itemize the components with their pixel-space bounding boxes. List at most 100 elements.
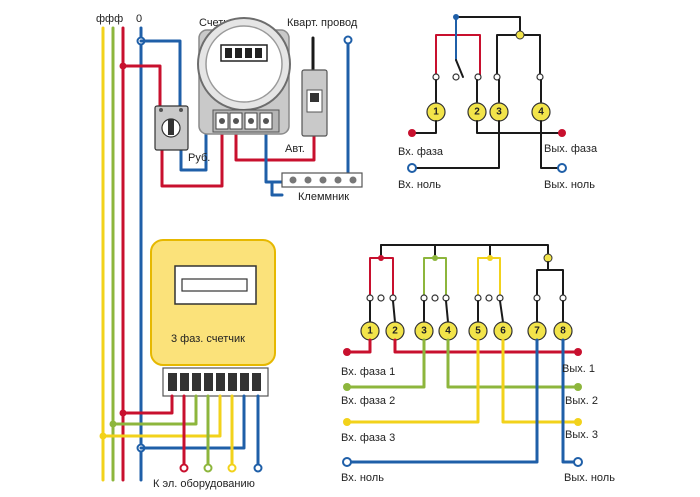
junction-dot bbox=[543, 253, 553, 263]
contact-pin bbox=[493, 73, 501, 81]
wire-out-phase-2 bbox=[446, 338, 580, 389]
wire-end-dot bbox=[253, 463, 263, 473]
wire-red-switch-meter bbox=[160, 118, 224, 188]
wire-end-dot bbox=[408, 129, 416, 137]
three-phase-terminal bbox=[204, 373, 213, 391]
meter-terminal-number: 1 bbox=[367, 326, 373, 337]
wire-end-dot bbox=[557, 163, 567, 173]
wire-end-dot bbox=[558, 129, 566, 137]
meter-terminal-number: 4 bbox=[538, 107, 544, 118]
terminal-block-label: Клеммник bbox=[298, 191, 349, 203]
meter-terminal-number: 3 bbox=[421, 326, 427, 337]
junction-dot bbox=[487, 255, 493, 261]
main-bus: ффф 0 bbox=[96, 13, 146, 482]
contact-pin bbox=[452, 73, 460, 81]
meter-terminal-screw bbox=[219, 118, 225, 124]
meter-terminal-number: 4 bbox=[445, 326, 451, 337]
label-out-neutral: Вых. ноль bbox=[544, 179, 595, 191]
wire-end-dot bbox=[574, 383, 582, 391]
wire-end-dot bbox=[203, 463, 213, 473]
junction-dot bbox=[453, 14, 459, 20]
wire-end-dot bbox=[342, 457, 352, 467]
junction-dot bbox=[515, 30, 525, 40]
internal-wire bbox=[455, 59, 464, 78]
three-phase-terminal bbox=[228, 373, 237, 391]
three-phase-panel: 3 фаз. счетчик К эл. оборудованию bbox=[101, 239, 276, 490]
wire-end-dot bbox=[343, 35, 353, 45]
wire-in-phase-1 bbox=[345, 338, 372, 354]
terminal-block-screw bbox=[319, 176, 327, 184]
terminal-block-screw bbox=[304, 176, 312, 184]
three-phase-meter-label: 3 фаз. счетчик bbox=[171, 333, 245, 345]
detail-single-phase: 1 2 3 4 Вх. фаза Вх. ноль Вых. фаза Вых.… bbox=[398, 14, 598, 191]
wire-in-phase-3 bbox=[345, 338, 480, 424]
knife-switch-screw bbox=[179, 108, 183, 112]
three-phase-terminals bbox=[168, 373, 261, 391]
meter-terminal-number: 2 bbox=[392, 326, 398, 337]
wire-end-dot bbox=[227, 463, 237, 473]
meter-terminal-screw bbox=[248, 118, 254, 124]
meter-terminal-number: 5 bbox=[475, 326, 481, 337]
wire-in-phase bbox=[411, 120, 437, 134]
terminal-block-screw bbox=[349, 176, 357, 184]
equipment-label: К эл. оборудованию bbox=[153, 478, 255, 490]
three-phase-terminal bbox=[168, 373, 177, 391]
meter-digit bbox=[235, 48, 242, 58]
meter-terminal-screw bbox=[233, 118, 239, 124]
wire-end-dot bbox=[343, 383, 351, 391]
meter-terminal-number: 8 bbox=[560, 326, 566, 337]
meter-terminal-number: 1 bbox=[433, 107, 439, 118]
wire-out-phase-1 bbox=[393, 338, 580, 354]
meter-terminal-number: 7 bbox=[534, 326, 540, 337]
three-phase-terminal bbox=[216, 373, 225, 391]
wire-end-dot bbox=[574, 348, 582, 356]
internal-wire bbox=[435, 34, 481, 78]
contact-pin bbox=[377, 294, 385, 302]
wire-end-dot bbox=[573, 457, 583, 467]
label-in-neutral: Вх. ноль bbox=[341, 472, 384, 484]
label-out-phase: Вых. фаза bbox=[544, 143, 598, 155]
junction-dot bbox=[378, 255, 384, 261]
wire-end-dot bbox=[179, 463, 189, 473]
detail-three-phase: 1 2 3 4 5 6 7 8 Вх. фаза 1 Вх. фа bbox=[341, 244, 615, 484]
circuit-breaker-lever bbox=[310, 93, 319, 102]
terminal-block-screw bbox=[334, 176, 342, 184]
wire-out-neutral bbox=[540, 120, 563, 169]
internal-wire-yellow bbox=[477, 257, 501, 299]
internal-wire bbox=[455, 16, 521, 36]
label-in-phase: Вх. фаза bbox=[398, 146, 444, 158]
wire-yellow-3ph-in bbox=[101, 394, 222, 438]
contact-pin bbox=[474, 73, 482, 81]
wire-red-in bbox=[121, 64, 162, 112]
internal-wire bbox=[496, 34, 541, 78]
wire-blue-3ph-in bbox=[139, 394, 246, 450]
meter-digit bbox=[225, 48, 232, 58]
meter-digit bbox=[245, 48, 252, 58]
meter-terminal-number: 2 bbox=[474, 107, 480, 118]
wire-end-dot bbox=[343, 348, 351, 356]
knife-switch-screw bbox=[159, 108, 163, 112]
single-phase-panel: Руб. Счетчик Кварт. провод Авт. Клем bbox=[121, 17, 363, 203]
label-out-3: Вых. 3 bbox=[565, 429, 598, 441]
terminal-block-screw bbox=[289, 176, 297, 184]
internal-wire bbox=[380, 244, 549, 259]
label-out-2: Вых. 2 bbox=[565, 395, 598, 407]
wire-end-dot bbox=[407, 163, 417, 173]
contact-pins bbox=[366, 294, 567, 302]
wire-in-neutral bbox=[411, 120, 500, 169]
wire-in-neutral bbox=[345, 338, 539, 464]
switch-label: Руб. bbox=[188, 152, 210, 164]
apartment-wire-label: Кварт. провод bbox=[287, 17, 358, 29]
meter-terminal-number: 3 bbox=[496, 107, 502, 118]
wire-end-dot bbox=[343, 418, 351, 426]
meter-digit bbox=[255, 48, 262, 58]
three-phase-terminal bbox=[240, 373, 249, 391]
bus-neutral-label: 0 bbox=[136, 13, 142, 25]
contact-pin bbox=[536, 73, 544, 81]
bus-phases-label: ффф bbox=[96, 13, 123, 25]
internal-wire-red bbox=[369, 257, 394, 299]
wire-in-phase-2 bbox=[345, 338, 426, 389]
wire-red-meter-breaker bbox=[234, 118, 316, 162]
three-phase-terminal bbox=[180, 373, 189, 391]
